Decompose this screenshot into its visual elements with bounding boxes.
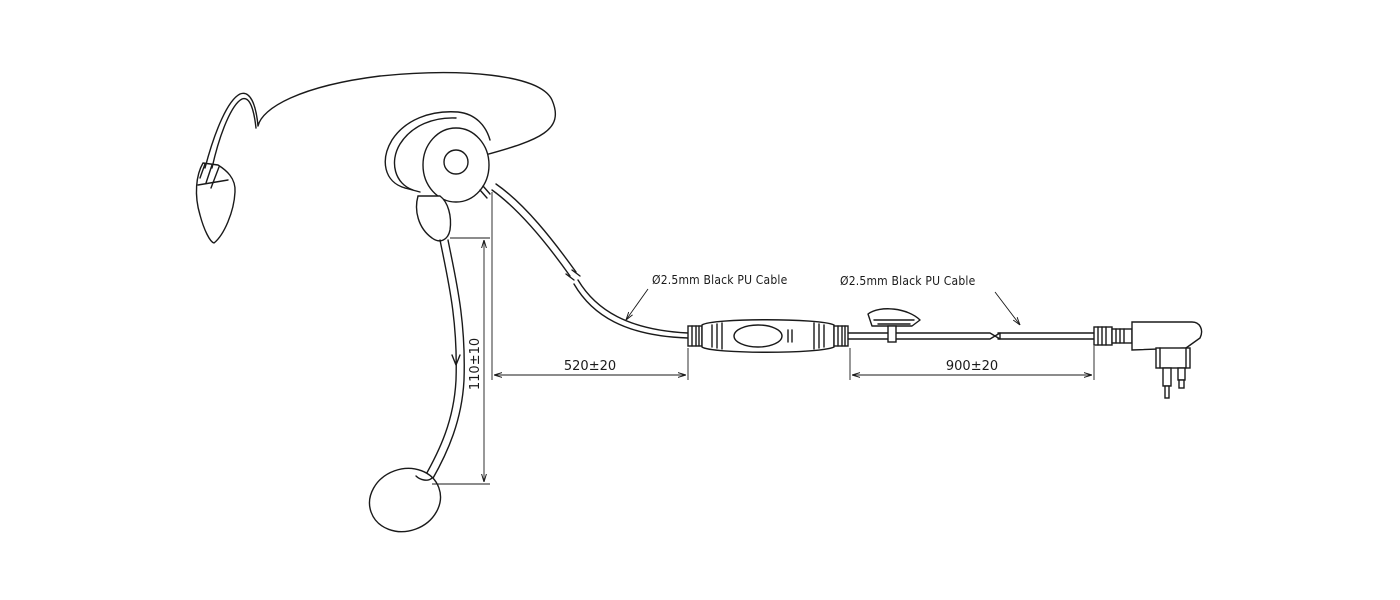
leader-left <box>626 288 649 320</box>
rear-pad <box>195 162 236 244</box>
earpiece-speaker <box>422 127 491 203</box>
dimension-right-cable <box>849 346 1095 380</box>
cable-label-left: Ø2.5mm Black PU Cable <box>652 273 788 287</box>
cable-left <box>491 183 689 339</box>
cable-to-ptt-label: 520±20 <box>564 359 616 374</box>
mic-windscreen <box>368 467 442 533</box>
mic-boom <box>423 239 465 481</box>
clothing-clip <box>867 308 921 343</box>
cable-right <box>847 332 1095 340</box>
boom-length-label: 110±10 <box>468 338 483 390</box>
dimension-left-cable <box>491 192 689 380</box>
earpiece-clip <box>415 195 452 242</box>
neckband <box>204 72 557 169</box>
ear-hook <box>384 111 491 193</box>
dimension-boom <box>432 237 490 485</box>
leader-right <box>994 291 1020 325</box>
ptt-to-plug-label: 900±20 <box>946 359 998 374</box>
ptt-button <box>733 324 783 348</box>
ptt-box <box>687 319 849 353</box>
radio-plug <box>1093 321 1203 399</box>
cable-label-right: Ø2.5mm Black PU Cable <box>840 274 976 288</box>
